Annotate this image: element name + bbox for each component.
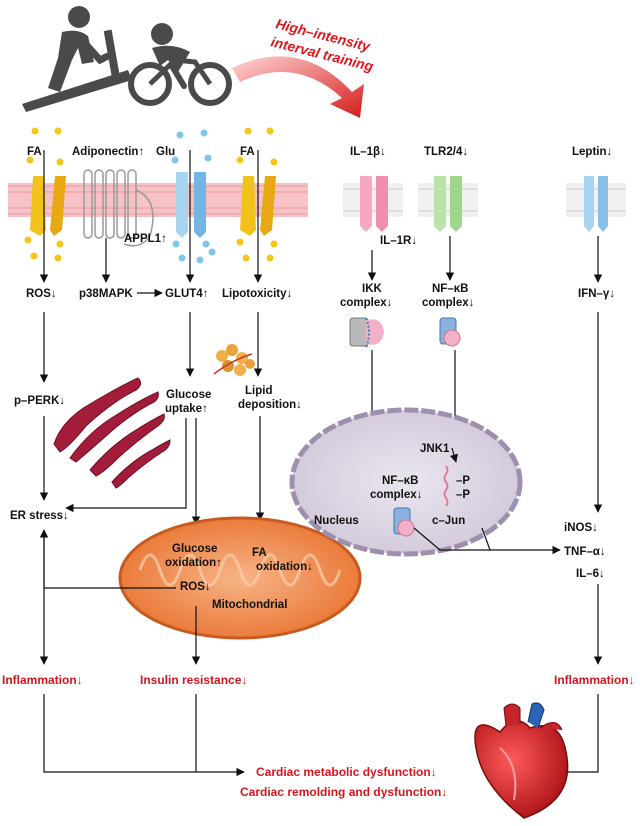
cjun-dna-icon bbox=[443, 465, 449, 507]
glucose-oxidation-line1: Glucose bbox=[172, 543, 217, 555]
arrow-cjun-tnf bbox=[481, 527, 491, 551]
p-perk-label: p–PERK↓ bbox=[14, 395, 65, 407]
tnf-alpha-label: TNF–α↓ bbox=[564, 546, 606, 558]
tlr2-4-label: TLR2/4↓ bbox=[424, 146, 468, 158]
nuc-nf-kb-line1: NF–κB bbox=[382, 475, 418, 487]
leptin-receptor-icon bbox=[566, 176, 626, 232]
glucose-dots-icon bbox=[171, 129, 216, 264]
treadmill-runner-icon bbox=[22, 6, 132, 112]
phospho-1-label: –P bbox=[456, 475, 470, 487]
er-stress-label: ER stress↓ bbox=[10, 510, 69, 522]
cyclist-icon bbox=[128, 23, 232, 106]
adiponectin-label: Adiponectin↑ bbox=[72, 146, 144, 158]
glucose-uptake-line2: uptake↑ bbox=[165, 403, 208, 415]
il-6-label: IL–6↓ bbox=[576, 568, 605, 580]
glucose-uptake-line1: Glucose bbox=[166, 389, 211, 401]
mitochondrial-label: Mitochondrial bbox=[212, 599, 287, 611]
ifn-gamma-label: IFN–γ↓ bbox=[578, 288, 615, 300]
lipotoxicity-label: Lipotoxicity↓ bbox=[222, 288, 292, 300]
insulin-resistance-label: Insulin resistance↓ bbox=[140, 673, 247, 687]
fa-oxidation-line2: oxidation↓ bbox=[256, 561, 313, 573]
cardiac-metabolic-label: Cardiac metabolic dysfunction↓ bbox=[256, 765, 437, 779]
inflammation-right-label: Inflammation↓ bbox=[554, 673, 635, 687]
phospho-2-label: –P bbox=[456, 489, 470, 501]
inflammation-left-label: Inflammation↓ bbox=[2, 673, 83, 687]
cardiac-remodeling-label: Cardiac remolding and dysfunction↓ bbox=[240, 785, 447, 799]
glu-label: Glu bbox=[156, 146, 175, 158]
inos-label: iNOS↓ bbox=[564, 522, 598, 534]
il-1r-label: IL–1R↓ bbox=[380, 235, 417, 247]
arrow-nfkb-tnf bbox=[413, 527, 561, 555]
appl1-label: APPL1↑ bbox=[124, 233, 167, 245]
ikk-complex-line2: complex↓ bbox=[340, 297, 392, 309]
nuc-nf-kb-complex-icon bbox=[393, 507, 415, 537]
fa-transporter-2-icon bbox=[240, 176, 276, 236]
ikk-complex-line1: IKK bbox=[362, 283, 383, 295]
glut4-transporter-icon bbox=[176, 172, 206, 238]
arrow-uptake-er bbox=[65, 418, 187, 513]
arrow-jnk1 bbox=[449, 447, 458, 463]
nf-kb-complex-icon bbox=[439, 317, 461, 347]
nf-kb-complex-line1: NF–κB bbox=[432, 283, 468, 295]
fa-transporter-1-icon bbox=[30, 176, 66, 236]
fa-dots-2-icon bbox=[236, 127, 278, 262]
arrow-inflam-left-cardiac bbox=[43, 694, 245, 777]
fa-dots-1-icon bbox=[24, 127, 64, 262]
leptin-label: Leptin↓ bbox=[572, 146, 612, 158]
lipid-droplet-icon bbox=[213, 344, 255, 376]
lipid-deposition-line1: Lipid bbox=[245, 385, 272, 397]
glucose-oxidation-line2: oxidation↑ bbox=[165, 557, 222, 569]
glut4-label: GLUT4↑ bbox=[165, 288, 208, 300]
p38mapk-label: p38MAPK bbox=[79, 288, 133, 300]
arrow-inflam-right-cardiac bbox=[559, 694, 599, 777]
lipid-deposition-line2: deposition↓ bbox=[238, 399, 302, 411]
ros-mito-label: ROS↓ bbox=[180, 581, 211, 593]
ros-label-1: ROS↓ bbox=[26, 288, 57, 300]
fa-oxidation-line1: FA bbox=[252, 547, 267, 559]
nucleus-label: Nucleus bbox=[314, 515, 359, 527]
mitochondrion-icon bbox=[118, 516, 362, 640]
adiponectin-receptor-icon bbox=[83, 169, 154, 247]
endoplasmic-reticulum-icon bbox=[53, 377, 171, 489]
fa-label-1: FA bbox=[27, 146, 42, 158]
il-1-receptor-icon bbox=[343, 176, 403, 232]
nuc-nf-kb-line2: complex↓ bbox=[370, 489, 422, 501]
fa-label-2: FA bbox=[240, 146, 255, 158]
hiit-curved-arrow bbox=[232, 56, 364, 118]
tlr2-4-receptor-icon bbox=[418, 176, 478, 232]
nf-kb-complex-line2: complex↓ bbox=[422, 297, 474, 309]
ikk-complex-icon bbox=[349, 317, 384, 349]
jnk1-label: JNK1 bbox=[420, 443, 450, 455]
c-jun-label: c–Jun bbox=[432, 515, 465, 527]
il-1b-label: IL–1β↓ bbox=[350, 146, 386, 158]
heart-icon bbox=[474, 702, 569, 819]
nucleus-icon bbox=[289, 407, 523, 557]
